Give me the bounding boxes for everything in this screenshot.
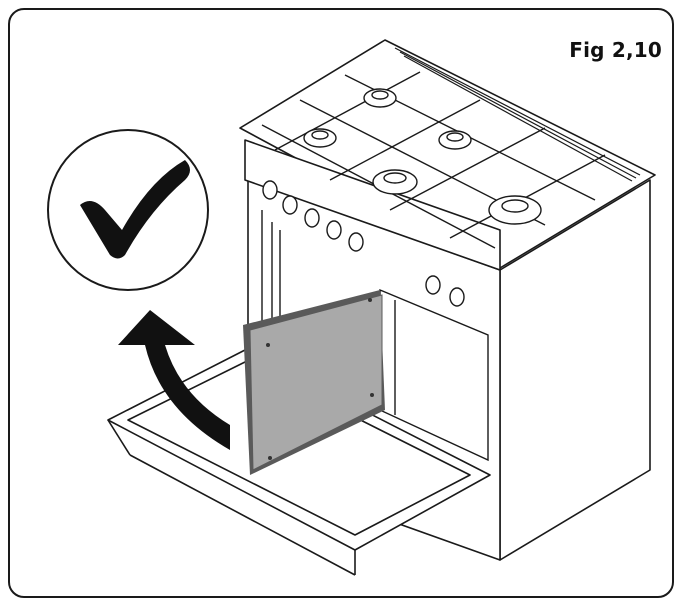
- checkmark-icon: [80, 160, 190, 259]
- burners: [303, 88, 542, 225]
- control-knobs: [262, 180, 465, 307]
- glass-panel: [243, 290, 385, 475]
- checkmark-badge: [47, 129, 209, 291]
- curved-arrow-icon: [118, 310, 230, 450]
- figure-label: Fig 2,10: [569, 38, 662, 62]
